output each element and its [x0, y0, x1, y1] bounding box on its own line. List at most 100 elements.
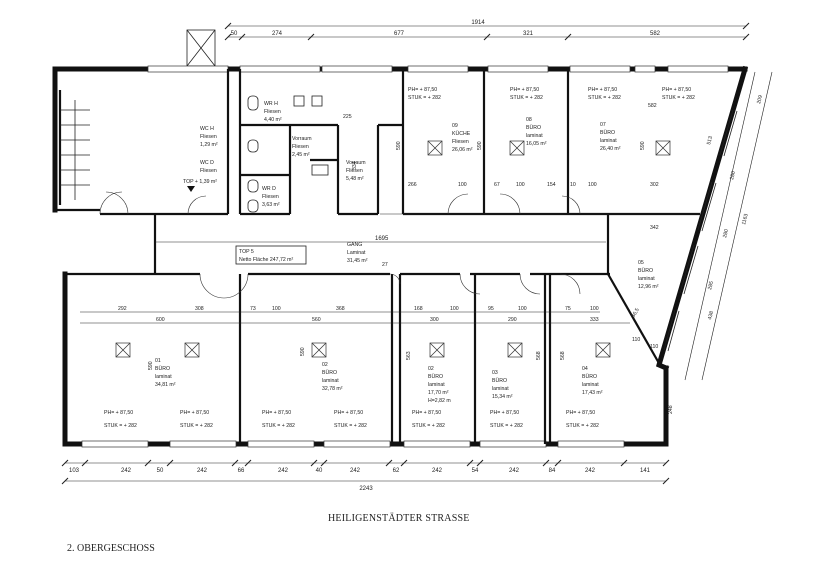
- vertical-dimensions: 590 334 590 590 590 590 563 568 568: [148, 141, 646, 370]
- svg-text:BÜRO: BÜRO: [428, 373, 443, 380]
- room-labels-upper: WR H Fliesen 4,40 m² WC H Fliesen 1,29 m…: [183, 101, 659, 290]
- svg-text:Fliesen: Fliesen: [200, 134, 217, 140]
- dim: 100: [518, 306, 527, 312]
- top-windows: [147, 65, 729, 73]
- dim: 438: [707, 311, 715, 321]
- stuk-label: STUK = + 282: [180, 423, 213, 429]
- inner-dimensions: 1695 225 266 100 67 100 154 10 100 302 5…: [118, 103, 659, 350]
- room-02b-type: BÜRO: [428, 373, 443, 380]
- room-vr2-area: 5,48 m²: [346, 176, 364, 182]
- dim: 333: [590, 317, 599, 323]
- room-08-no: 08: [526, 117, 532, 123]
- svg-text:16,05 m²: 16,05 m²: [526, 141, 547, 147]
- svg-text:26,40 m²: 26,40 m²: [600, 146, 621, 152]
- svg-text:34,81 m²: 34,81 m²: [155, 382, 176, 388]
- shaft: [186, 29, 216, 67]
- room-01-area: 34,81 m²: [155, 382, 176, 388]
- room-02b-extra: H=2,82 m: [428, 398, 451, 404]
- stuk-label: STUK = + 282: [510, 95, 543, 101]
- dim-bottom-seg: 84: [549, 468, 556, 474]
- svg-text:4,40 m²: 4,40 m²: [264, 117, 282, 123]
- svg-text:02: 02: [322, 362, 328, 368]
- room-03-area: 15,34 m²: [492, 394, 513, 400]
- stuk-label: STUK = + 282: [412, 423, 445, 429]
- svg-text:Vorraum: Vorraum: [292, 136, 312, 142]
- room-07-floor: laminat: [600, 138, 617, 144]
- room-wcd-type: Fliesen: [200, 168, 217, 174]
- stuk-label: STUK = + 282: [262, 423, 295, 429]
- dim-bottom-seg: 242: [278, 468, 289, 474]
- svg-text:26,06 m²: 26,06 m²: [452, 147, 473, 153]
- svg-text:Fliesen: Fliesen: [292, 144, 309, 150]
- street-label: HEILIGENSTÄDTER STRASSE: [328, 513, 470, 524]
- svg-text:laminat: laminat: [322, 378, 339, 384]
- bottom-dimension-chain: 103 242 50 242 66 242 40 242 62 242 54 2…: [61, 459, 670, 492]
- svg-text:09: 09: [452, 123, 458, 129]
- svg-text:08: 08: [526, 117, 532, 123]
- dim-bottom-seg: 40: [316, 468, 323, 474]
- room-vr1-type: Fliesen: [292, 144, 309, 150]
- room-05-area: 12,96 m²: [638, 284, 659, 290]
- dim: 209: [756, 95, 764, 105]
- room-07-area: 26,40 m²: [600, 146, 621, 152]
- ph-label: PH= + 87,50: [566, 410, 595, 416]
- room-09-area: 26,06 m²: [452, 147, 473, 153]
- room-vr2-type: Fliesen: [346, 168, 363, 174]
- svg-text:01: 01: [155, 358, 161, 364]
- dim: 590: [640, 141, 646, 150]
- svg-text:04: 04: [582, 366, 588, 372]
- room-07-type: BÜRO: [600, 129, 615, 136]
- dim-bottom-seg: 242: [197, 468, 208, 474]
- dim: 75: [565, 306, 571, 312]
- svg-text:GANG: GANG: [347, 242, 362, 248]
- dim: 154: [547, 182, 556, 188]
- svg-text:BÜRO: BÜRO: [492, 377, 507, 384]
- svg-text:laminat: laminat: [600, 138, 617, 144]
- svg-text:1,29 m²: 1,29 m²: [200, 142, 218, 148]
- room-vr2-no: Vorraum: [346, 160, 366, 166]
- room-09-floor: Fliesen: [452, 139, 469, 145]
- dim-bottom-seg: 54: [472, 468, 479, 474]
- ceiling-symbols: [115, 140, 671, 358]
- dim-top-seg: 274: [272, 31, 283, 37]
- dim: 100: [590, 306, 599, 312]
- dim: 590: [477, 141, 483, 150]
- room-09-type: KÜCHE: [452, 130, 471, 137]
- svg-text:Fliesen: Fliesen: [200, 168, 217, 174]
- stuk-label: STUK = + 282: [408, 95, 441, 101]
- svg-text:KÜCHE: KÜCHE: [452, 130, 471, 137]
- dim: 110: [632, 337, 640, 343]
- dim: 1163: [741, 213, 750, 225]
- room-04-type: BÜRO: [582, 373, 597, 380]
- svg-text:BÜRO: BÜRO: [322, 369, 337, 376]
- top-dimension-chain: 1914 50 274 677 321 582: [224, 20, 750, 41]
- dim: 280: [729, 171, 737, 181]
- room-03-floor: laminat: [492, 386, 509, 392]
- dim: 568: [536, 351, 542, 360]
- room-07-no: 07: [600, 122, 606, 128]
- ph-label: PH= + 87,50: [588, 87, 617, 93]
- stuk-label: STUK = + 282: [490, 423, 523, 429]
- svg-text:H=2,82 m: H=2,82 m: [428, 398, 451, 404]
- room-vr1-no: Vorraum: [292, 136, 312, 142]
- svg-text:Fliesen: Fliesen: [264, 109, 281, 115]
- dim-bottom-seg: 62: [393, 468, 400, 474]
- svg-text:WC D: WC D: [200, 160, 214, 166]
- svg-text:02: 02: [428, 366, 434, 372]
- dim: 560: [312, 317, 321, 323]
- svg-text:2,45 m²: 2,45 m²: [292, 152, 310, 158]
- dim: 95: [488, 306, 494, 312]
- svg-text:laminat: laminat: [638, 276, 655, 282]
- stuk-label: STUK = + 282: [104, 423, 137, 429]
- room-wrd-no: WR D: [262, 186, 276, 192]
- svg-text:BÜRO: BÜRO: [638, 267, 653, 274]
- svg-text:Fliesen: Fliesen: [262, 194, 279, 200]
- svg-text:17,70 m²: 17,70 m²: [428, 390, 449, 396]
- svg-text:laminat: laminat: [526, 133, 543, 139]
- room-wrd-area: 3,63 m²: [262, 202, 280, 208]
- room-01-type: BÜRO: [155, 365, 170, 372]
- svg-text:17,43 m²: 17,43 m²: [582, 390, 603, 396]
- dim: 280: [722, 229, 730, 239]
- unit-label-box: TOP 5 Netto Fläche 247,72 m²: [235, 245, 307, 265]
